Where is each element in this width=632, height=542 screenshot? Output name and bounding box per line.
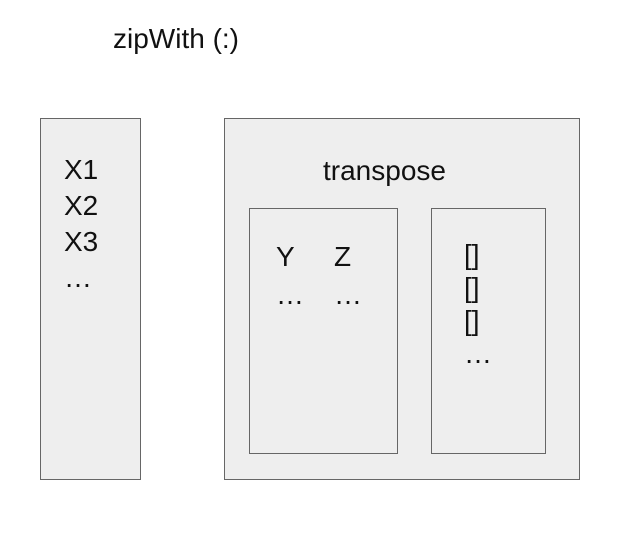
- y-label: Y: [276, 241, 295, 272]
- empty-list-item: []: [464, 272, 480, 303]
- y-ellipsis: …: [276, 279, 304, 310]
- yz-box: [249, 208, 398, 454]
- transpose-label: transpose: [323, 155, 446, 186]
- z-ellipsis: …: [334, 279, 362, 310]
- x-list: X1 X2 X3 …: [64, 152, 98, 296]
- x-list-item: X3: [64, 226, 99, 257]
- x-list-item: X2: [64, 190, 99, 221]
- y-column: Y …: [276, 238, 304, 314]
- x-list-item: X1: [64, 154, 99, 185]
- z-column: Z …: [334, 238, 362, 314]
- z-label: Z: [334, 241, 352, 272]
- empty-list-item: []: [464, 239, 480, 270]
- empty-list-item: []: [464, 305, 480, 336]
- empty-lists: [] [] [] …: [464, 238, 492, 370]
- diagram-title: zipWith (:): [113, 23, 239, 54]
- empty-list-ellipsis: …: [464, 338, 492, 369]
- empty-lists-box: [431, 208, 546, 454]
- x-list-box: [40, 118, 141, 480]
- x-list-ellipsis: …: [64, 262, 92, 293]
